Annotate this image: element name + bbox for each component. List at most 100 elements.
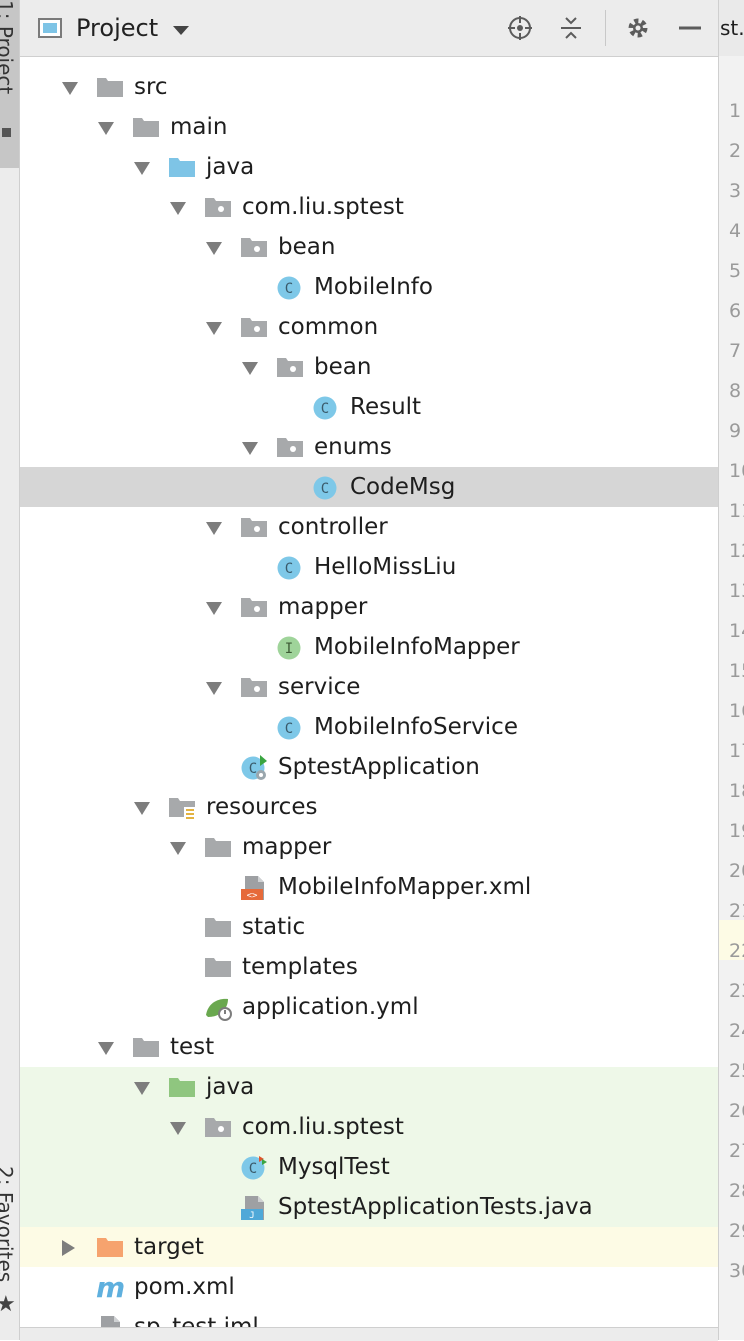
tree-row-label: HelloMissLiu — [314, 554, 457, 580]
package-icon — [240, 595, 268, 619]
tree-row-label: controller — [278, 514, 388, 540]
package-icon — [204, 1115, 232, 1139]
expand-arrow-icon[interactable] — [98, 1042, 114, 1055]
tree-row[interactable]: bean — [20, 227, 718, 267]
tree-row-label: main — [170, 114, 228, 140]
tree-row[interactable]: java — [20, 147, 718, 187]
expand-arrow-icon[interactable] — [206, 242, 222, 255]
test-class-icon: C — [240, 1155, 268, 1180]
tree-row[interactable]: static — [20, 907, 718, 947]
package-icon — [204, 195, 232, 219]
line-number: 6 — [729, 300, 742, 322]
minimize-icon[interactable] — [674, 12, 706, 44]
tree-row[interactable]: mapper — [20, 827, 718, 867]
tree-row[interactable]: com.liu.sptest — [20, 187, 718, 227]
tree-row[interactable]: src — [20, 67, 718, 107]
line-number: 26 — [729, 1100, 744, 1122]
expand-arrow-icon[interactable] — [242, 362, 258, 375]
expand-arrow-icon[interactable] — [62, 82, 78, 95]
tree-row[interactable]: resources — [20, 787, 718, 827]
expand-arrow-icon[interactable] — [206, 682, 222, 695]
expand-arrow-icon[interactable] — [242, 442, 258, 455]
tree-row-label: sp_test.iml — [134, 1314, 259, 1327]
expand-arrow-icon[interactable] — [134, 802, 150, 815]
tree-row[interactable]: test — [20, 1027, 718, 1067]
project-tool-label[interactable]: 1: Project — [0, 0, 17, 95]
tree-row[interactable]: I MobileInfoMapper — [20, 627, 718, 667]
expand-arrow-icon[interactable] — [170, 1122, 186, 1135]
spring-yml-icon — [204, 995, 232, 1021]
svg-text:C: C — [321, 481, 329, 497]
panel-title[interactable]: Project — [76, 14, 159, 42]
package-icon — [276, 355, 304, 379]
tree-row[interactable]: com.liu.sptest — [20, 1107, 718, 1147]
tree-row[interactable]: main — [20, 107, 718, 147]
spring-boot-class-icon: C — [240, 755, 268, 780]
collapse-arrow-icon[interactable] — [62, 1240, 75, 1256]
tree-row[interactable]: C HelloMissLiu — [20, 547, 718, 587]
line-number: 13 — [729, 580, 744, 602]
tree-row[interactable]: bean — [20, 347, 718, 387]
expand-arrow-icon[interactable] — [206, 602, 222, 615]
tree-row-label: src — [134, 74, 168, 100]
line-number: 7 — [729, 340, 742, 362]
tree-row[interactable]: target — [20, 1227, 718, 1267]
star-icon[interactable]: ★ — [0, 1292, 16, 1317]
tree-row-label: service — [278, 674, 361, 700]
expand-arrow-icon[interactable] — [170, 842, 186, 855]
tree-row-label: mapper — [242, 834, 332, 860]
svg-text:C: C — [285, 281, 293, 297]
tree-row-label: application.yml — [242, 994, 419, 1020]
locate-target-icon[interactable] — [504, 12, 536, 44]
line-number: 2 — [729, 140, 742, 162]
favorites-tool-label[interactable]: 2: Favorites — [0, 1166, 17, 1283]
tree-row[interactable]: service — [20, 667, 718, 707]
tree-row[interactable]: templates — [20, 947, 718, 987]
tree-row[interactable]: java — [20, 1067, 718, 1107]
tree-row[interactable]: mapper — [20, 587, 718, 627]
iml-file-icon — [96, 1315, 124, 1327]
line-number: 14 — [729, 620, 744, 642]
class-icon: C — [312, 395, 340, 420]
folder-gray-icon — [96, 75, 124, 99]
package-icon — [240, 235, 268, 259]
editor-tab[interactable]: st.j — [719, 0, 744, 56]
project-tool-tab[interactable] — [0, 0, 19, 168]
tree-row[interactable]: application.yml — [20, 987, 718, 1027]
tree-row[interactable]: <>MobileInfoMapper.xml — [20, 867, 718, 907]
expand-arrow-icon[interactable] — [134, 162, 150, 175]
expand-arrow-icon[interactable] — [170, 202, 186, 215]
tree-row-label: templates — [242, 954, 358, 980]
collapse-all-icon[interactable] — [555, 12, 587, 44]
chevron-down-icon[interactable] — [173, 26, 189, 35]
folder-gray-icon — [132, 1035, 160, 1059]
tree-row[interactable]: enums — [20, 427, 718, 467]
class-icon: C — [276, 555, 304, 580]
tree-row[interactable]: sp_test.iml — [20, 1307, 718, 1327]
expand-arrow-icon[interactable] — [206, 322, 222, 335]
expand-arrow-icon[interactable] — [206, 522, 222, 535]
svg-text:<>: <> — [247, 891, 258, 901]
tree-row[interactable]: controller — [20, 507, 718, 547]
line-number: 22 — [729, 940, 744, 962]
expand-arrow-icon[interactable] — [134, 1082, 150, 1095]
folder-gray-icon — [132, 115, 160, 139]
line-number: 5 — [729, 260, 742, 282]
tree-row[interactable]: common — [20, 307, 718, 347]
expand-arrow-icon[interactable] — [98, 122, 114, 135]
horizontal-scrollbar[interactable] — [20, 1327, 718, 1341]
tree-row-label: com.liu.sptest — [242, 1114, 404, 1140]
tree-row-label: MobileInfoMapper — [314, 634, 520, 660]
interface-icon: I — [276, 635, 304, 660]
line-number: 24 — [729, 1020, 744, 1042]
gear-icon[interactable] — [622, 12, 654, 44]
